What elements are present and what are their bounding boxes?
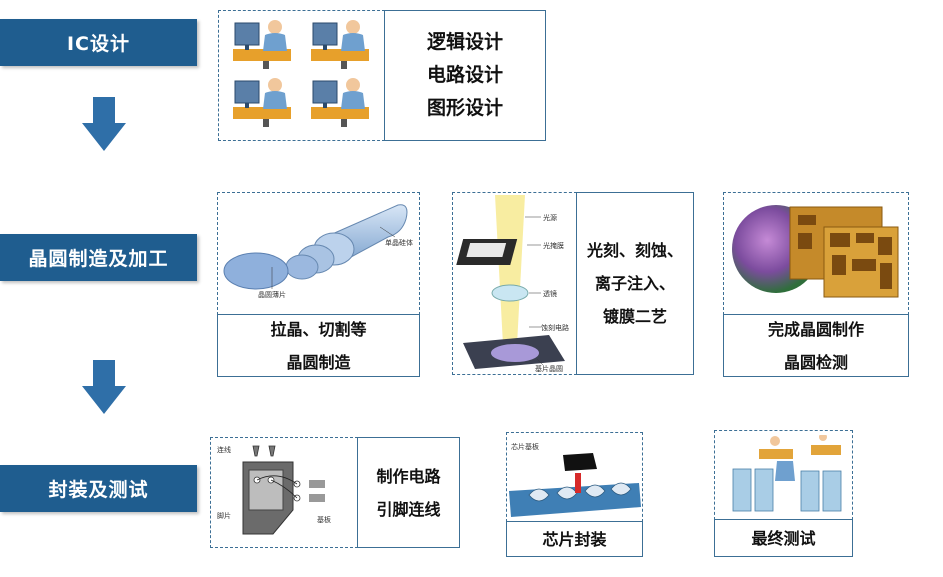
- down-arrow-icon: [82, 97, 126, 151]
- stage-package-test: 封装及测试: [0, 465, 197, 512]
- bonding-text-box: 制作电路 引脚连线: [357, 437, 460, 548]
- stage-wafer: 晶圆制造及加工: [0, 234, 197, 281]
- litho-text-box: 光刻、刻蚀、 离子注入、 镀膜二艺: [576, 192, 694, 375]
- wafer-done-line-1: 完成晶圆制作: [767, 319, 864, 339]
- design-text-box: 逻辑设计 电路设计 图形设计: [384, 10, 546, 141]
- litho-line-3: 镀膜二艺: [602, 307, 667, 326]
- litho-line-1: 光刻、刻蚀、: [586, 241, 683, 260]
- test-image-box: [714, 430, 853, 520]
- lithography-illustration: 光源 光掩膜 透镜 蚀刻电路 基片晶圆: [456, 195, 569, 373]
- lens-label: 透镜: [543, 289, 557, 298]
- wafer-done-line-2: 晶圆检测: [783, 352, 848, 372]
- final-test-illustration: [732, 435, 842, 512]
- bonding-line-2: 引脚连线: [376, 499, 441, 519]
- packaging-image-box: 芯片基板: [506, 432, 643, 522]
- wafer-done-image-box: [723, 192, 909, 315]
- base-wafer-label: 基片晶圆: [535, 364, 563, 373]
- slice-label: 晶圆薄片: [258, 290, 286, 299]
- bonding-image-box: 连线 脚片 基板: [210, 437, 358, 548]
- test-label: 最终测试: [751, 528, 816, 548]
- design-image-box: [218, 10, 385, 141]
- ingot-image-box: 单晶硅体 晶圆薄片: [217, 192, 420, 315]
- stage-ic-design: IC设计: [0, 19, 197, 66]
- wire-label: 连线: [217, 445, 231, 454]
- packaging-label: 芯片封装: [542, 529, 607, 549]
- ingot-text-box: 拉晶、切割等 晶圆制造: [217, 314, 420, 377]
- stage-ic-design-label: IC设计: [66, 33, 130, 55]
- design-line-layout: 图形设计: [426, 97, 503, 119]
- finished-wafer-illustration: [732, 205, 899, 298]
- design-line-circuit: 电路设计: [426, 64, 503, 86]
- test-text-box: 最终测试: [714, 519, 853, 557]
- chip-substrate-label: 芯片基板: [511, 442, 539, 451]
- wire-bonding-illustration: 连线 脚片 基板: [217, 445, 331, 535]
- ingot-label: 单晶硅体: [385, 238, 413, 247]
- silicon-ingot-illustration: 单晶硅体 晶圆薄片: [223, 204, 413, 299]
- bonding-line-1: 制作电路: [376, 466, 441, 486]
- packaging-text-box: 芯片封装: [506, 521, 643, 557]
- pin-label: 脚片: [217, 511, 231, 520]
- mask-label: 光掩膜: [543, 241, 564, 250]
- designers-illustration: [232, 19, 370, 128]
- design-line-logic: 逻辑设计: [426, 31, 503, 53]
- light-label: 光源: [543, 213, 557, 222]
- ingot-line-2: 晶圆制造: [286, 352, 351, 372]
- circuit-label: 蚀刻电路: [541, 323, 569, 332]
- chip-package-illustration: 芯片基板: [509, 442, 641, 517]
- stage-wafer-label: 晶圆制造及加工: [28, 248, 169, 270]
- litho-image-box: 光源 光掩膜 透镜 蚀刻电路 基片晶圆: [452, 192, 577, 375]
- substrate-label: 基板: [317, 515, 331, 524]
- stage-package-test-label: 封装及测试: [48, 479, 149, 501]
- down-arrow-icon: [82, 360, 126, 414]
- litho-line-2: 离子注入、: [594, 274, 675, 293]
- ingot-line-1: 拉晶、切割等: [270, 319, 367, 339]
- wafer-done-text-box: 完成晶圆制作 晶圆检测: [723, 314, 909, 377]
